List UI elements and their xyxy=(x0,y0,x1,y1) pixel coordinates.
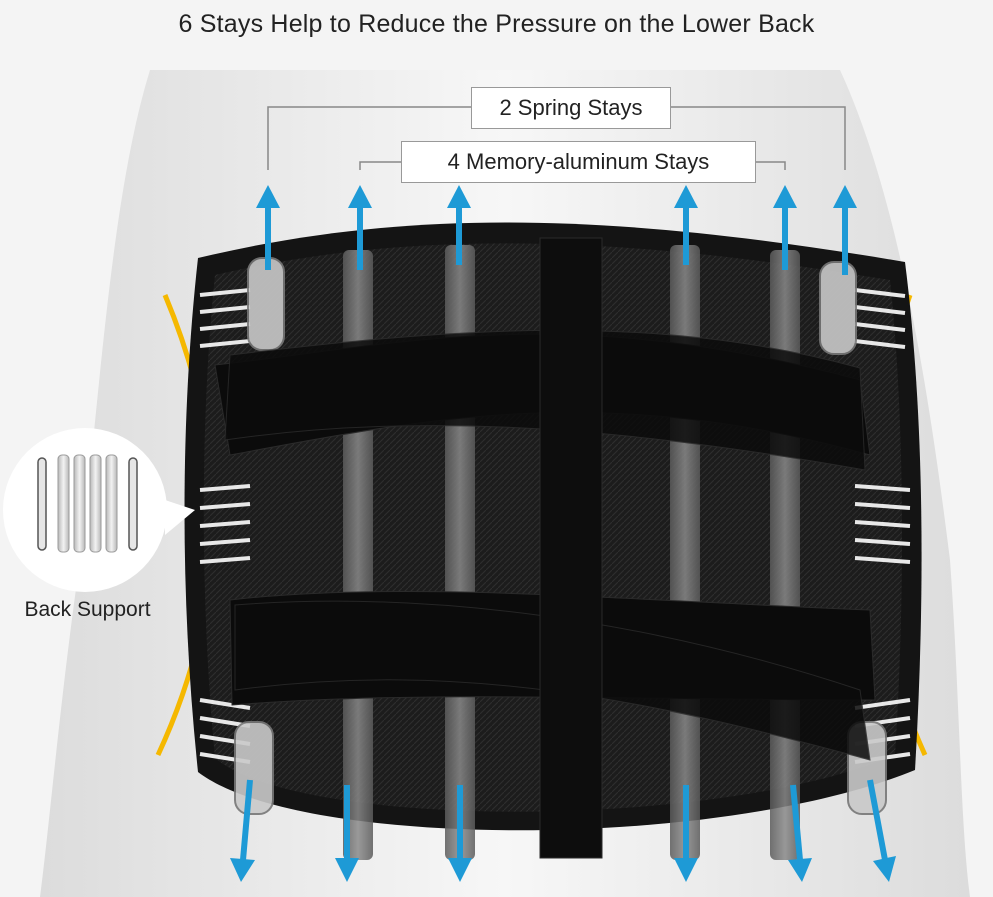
aluminum-stays-bracket xyxy=(359,161,786,170)
spring-stays xyxy=(234,257,887,815)
back-support-caption: Back Support xyxy=(24,598,151,621)
inset-aluminum-stay-icon xyxy=(57,454,118,553)
spring-stays-label: 2 Spring Stays xyxy=(471,87,671,129)
back-support-inset xyxy=(3,428,195,592)
page-title: 6 Stays Help to Reduce the Pressure on t… xyxy=(178,10,815,38)
arrow-icon xyxy=(230,185,896,882)
aluminum-stays-label: 4 Memory-aluminum Stays xyxy=(401,141,756,183)
spring-stays-bracket xyxy=(267,106,846,170)
inset-spring-stay-icon xyxy=(37,457,138,551)
left-stripe-panel xyxy=(199,288,251,764)
center-strap xyxy=(539,237,603,859)
